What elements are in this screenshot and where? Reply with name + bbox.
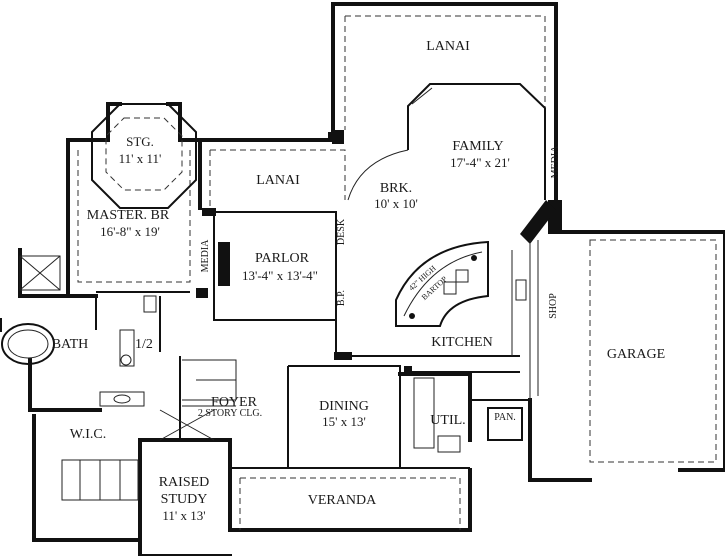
kitchen-label: KITCHEN [431,335,492,350]
bp-label: B.P. [336,290,347,306]
family-label: FAMILY [452,139,503,154]
desk-label: DESK [336,218,347,245]
bath-fixtures [1,255,157,407]
utility-label: UTIL. [430,413,465,428]
master-size: 16'-8" x 19' [100,224,160,239]
bath-label: BATH [52,337,89,352]
breakfast-label: BRK. [380,181,412,196]
lanai-mid-label: LANAI [256,173,300,188]
wic-label: W.I.C. [70,427,106,442]
master-label: MASTER. BR [87,208,170,223]
media-parlor-label: MEDIA [200,239,211,273]
garage-label: GARAGE [607,347,665,362]
lanai-top-label: LANAI [426,39,470,54]
wic-shelves [61,459,139,501]
dining-size: 15' x 13' [322,414,366,429]
shop-area [511,240,539,400]
study-label-line2: STUDY [161,492,208,507]
foyer-label: FOYER [211,395,258,410]
study-size: 11' x 13' [162,508,205,523]
storage-octagon [91,103,197,209]
shop-label: SHOP [548,293,559,319]
veranda-label: VERANDA [308,493,377,508]
util-fixtures [413,377,461,453]
storage-label: STG. [126,134,154,149]
family-size: 17'-4" x 21' [450,155,510,170]
family-bay [347,83,546,201]
half-bath-label: 1/2 [135,337,153,352]
pantry-label: PAN. [494,412,516,423]
study-label-line1: RAISED [159,475,210,490]
dining-label: DINING [319,399,369,414]
lanai-outline [77,15,717,530]
wall-blocks [196,130,562,374]
parlor-label: PARLOR [255,251,310,266]
storage-size: 11' x 11' [119,151,162,166]
media-family-label: MEDIA [550,145,561,179]
bartop [395,240,489,327]
parlor-size: 13'-4" x 13'-4" [242,268,318,283]
breakfast-size: 10' x 10' [374,196,418,211]
foyer-stair [159,359,237,441]
foyer-note: 2 STORY CLG. [198,408,262,419]
